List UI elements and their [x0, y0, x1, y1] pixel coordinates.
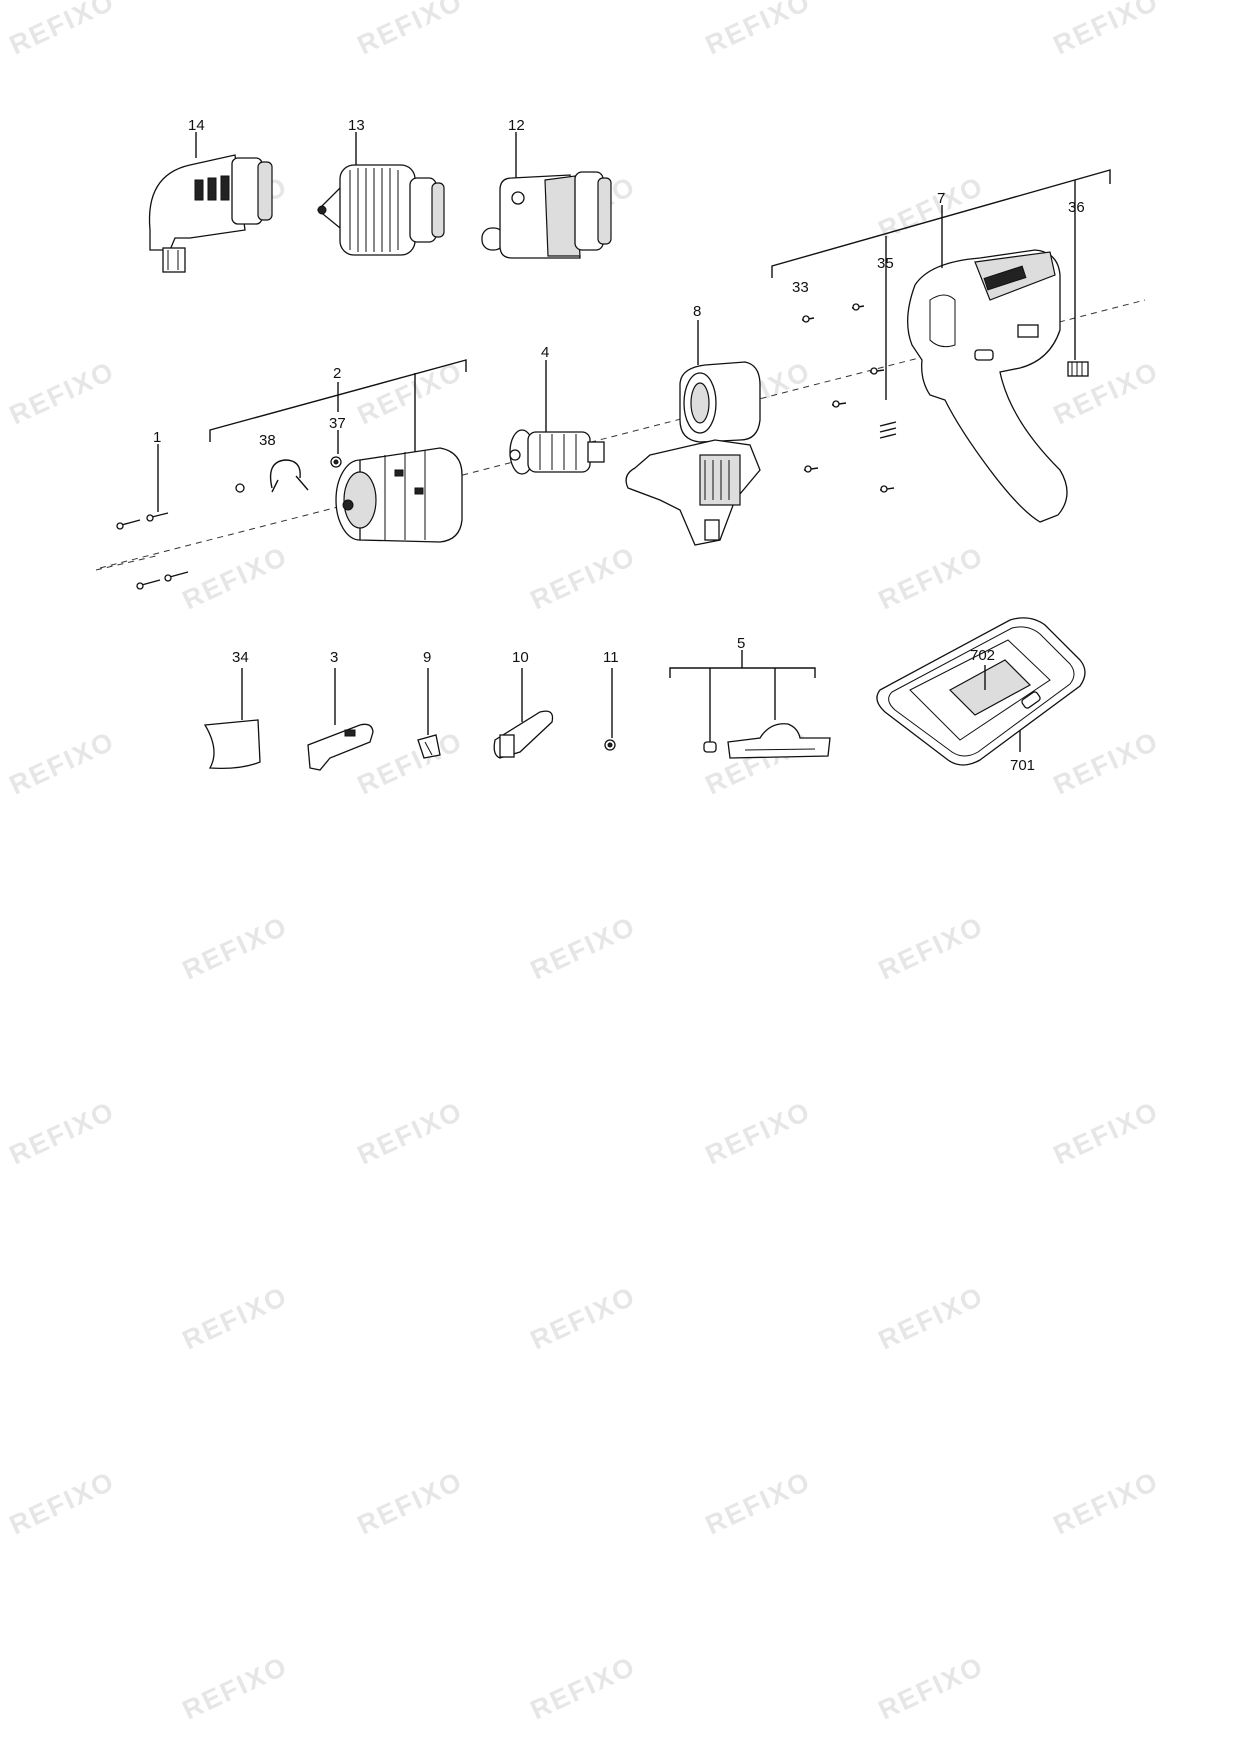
- chuck-knurl: [349, 168, 399, 252]
- watermark-text: REFIXO: [5, 356, 120, 431]
- part-702-case-insert[interactable]: [949, 659, 1031, 716]
- watermark-text: REFIXO: [701, 1466, 816, 1541]
- watermark-text: REFIXO: [526, 1281, 641, 1356]
- part-36-label-plate[interactable]: [1067, 361, 1089, 377]
- watermark-text: REFIXO: [874, 911, 989, 986]
- watermark-text: REFIXO: [526, 541, 641, 616]
- watermark-text: REFIXO: [353, 1096, 468, 1171]
- part-labels: 14 13 12 7 36 35 33 8 4 2 37 38 1 34 3 9…: [153, 117, 1085, 774]
- label-part-3: 3: [330, 649, 338, 666]
- watermark-text: REFIXO: [178, 1281, 293, 1356]
- label-part-10: 10: [512, 649, 529, 666]
- watermark-text: REFIXO: [1049, 726, 1164, 801]
- watermark-text: REFIXO: [1049, 1466, 1164, 1541]
- watermark-text: REFIXO: [353, 1466, 468, 1541]
- label-part-7: 7: [937, 190, 945, 207]
- watermark-text: REFIXO: [1049, 0, 1164, 60]
- label-part-35: 35: [877, 255, 894, 272]
- label-part-36: 36: [1068, 199, 1085, 216]
- part-8-stator-switch[interactable]: [625, 361, 761, 546]
- part-14-right-angle-attachment[interactable]: [148, 154, 273, 273]
- watermark-text: REFIXO: [353, 0, 468, 60]
- part-2-gearbox[interactable]: [335, 447, 463, 543]
- assembly-axis-lower: [95, 554, 161, 571]
- label-part-12: 12: [508, 117, 525, 134]
- watermark-text: REFIXO: [178, 911, 293, 986]
- label-part-13: 13: [348, 117, 365, 134]
- part-12-offset-attachment[interactable]: [481, 171, 612, 259]
- part-34-manual[interactable]: [203, 719, 261, 770]
- label-part-33: 33: [792, 279, 809, 296]
- label-part-38: 38: [259, 432, 276, 449]
- label-part-2: 2: [333, 365, 341, 382]
- watermark-text: REFIXO: [874, 541, 989, 616]
- watermark-text: REFIXO: [874, 1281, 989, 1356]
- label-part-34: 34: [232, 649, 249, 666]
- label-part-14: 14: [188, 117, 205, 134]
- watermark-text: REFIXO: [1049, 1096, 1164, 1171]
- label-part-5: 5: [737, 635, 745, 652]
- housing-group-bracket: [771, 169, 1111, 400]
- assembly-axis: [99, 299, 1146, 569]
- part-4-armature[interactable]: [509, 429, 605, 475]
- watermark-text: REFIXO: [5, 726, 120, 801]
- label-part-1: 1: [153, 429, 161, 446]
- watermark-text: REFIXO: [874, 171, 989, 246]
- label-part-11: 11: [603, 649, 619, 666]
- watermark-text: REFIXO: [526, 911, 641, 986]
- part-7-housing[interactable]: [907, 249, 1068, 523]
- part-1-screws[interactable]: [116, 512, 189, 590]
- label-part-37: 37: [329, 415, 346, 432]
- watermark-text: REFIXO: [353, 356, 468, 431]
- part-11-screw[interactable]: [604, 739, 616, 751]
- label-part-8: 8: [693, 303, 701, 320]
- label-part-9: 9: [423, 649, 431, 666]
- watermark-text: REFIXO: [5, 1096, 120, 1171]
- watermark-text: REFIXO: [701, 1096, 816, 1171]
- part-13-chuck-attachment[interactable]: [317, 164, 445, 256]
- part-38-spring-clip[interactable]: [235, 459, 309, 493]
- watermark-text: REFIXO: [178, 541, 293, 616]
- watermark-text: REFIXO: [526, 1651, 641, 1726]
- watermark-text: REFIXO: [178, 1651, 293, 1726]
- watermark-text: REFIXO: [1049, 356, 1164, 431]
- label-part-4: 4: [541, 344, 549, 361]
- part-3-slider[interactable]: [307, 723, 374, 771]
- part-5-bit-holder[interactable]: [703, 723, 831, 759]
- part-10-belt-clip[interactable]: [493, 710, 554, 759]
- part-33-screws[interactable]: [801, 303, 895, 493]
- watermark-text: REFIXO: [5, 0, 120, 60]
- part-35-screw-set[interactable]: [879, 421, 897, 439]
- watermark-text: REFIXO: [5, 1466, 120, 1541]
- watermark-text: REFIXO: [874, 1651, 989, 1726]
- label-part-702: 702: [970, 647, 995, 664]
- part-37-washer[interactable]: [330, 456, 342, 468]
- part-9-clip[interactable]: [417, 734, 441, 759]
- label-part-701: 701: [1010, 757, 1035, 774]
- watermark-text: REFIXO: [701, 0, 816, 60]
